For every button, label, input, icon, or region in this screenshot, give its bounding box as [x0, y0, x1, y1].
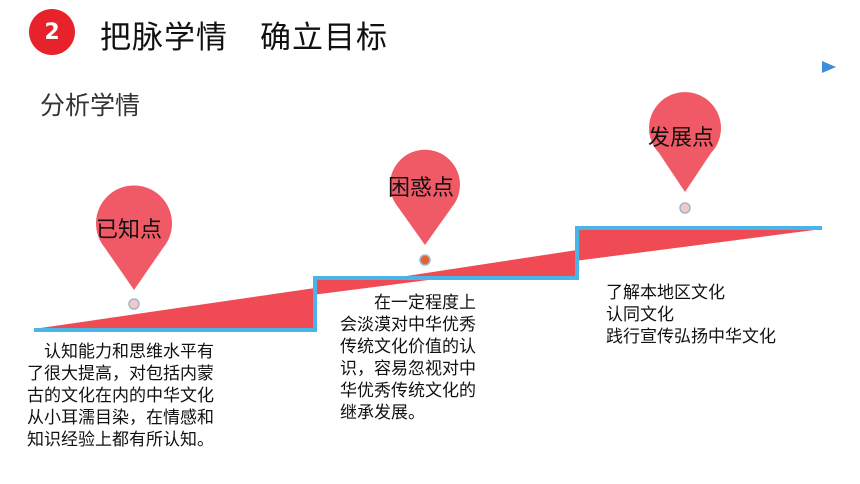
pin-confused [390, 149, 460, 266]
staircase-outline [34, 226, 822, 332]
header-divider-arrow [20, 61, 836, 73]
subtitle: 分析学情 [40, 91, 141, 120]
growth-wedge-middle [315, 250, 577, 290]
growth-wedge-lower [34, 290, 315, 330]
section-number-badge: 2 [29, 9, 75, 55]
stage-description-develop: 了解本地区文化 认同文化 践行宣传弘扬中华文化 [606, 283, 776, 347]
section-title: 把脉学情 确立目标 [100, 20, 388, 56]
pin-label-develop: 发展点 [648, 126, 715, 151]
stage-description-known: 认知能力和思维水平有 了很大提高，对包括内蒙 古的文化在内的中华文化 从小耳濡目… [27, 342, 214, 450]
pin-label-confused: 困惑点 [388, 176, 455, 201]
pin-develop [649, 92, 721, 214]
pin-known [95, 185, 173, 310]
stage-description-confused: 在一定程度上 会淡漠对中华优秀 传统文化价值的认 识，容易忽视对中 华优秀传统文… [340, 293, 476, 423]
pin-label-known: 已知点 [96, 218, 163, 243]
